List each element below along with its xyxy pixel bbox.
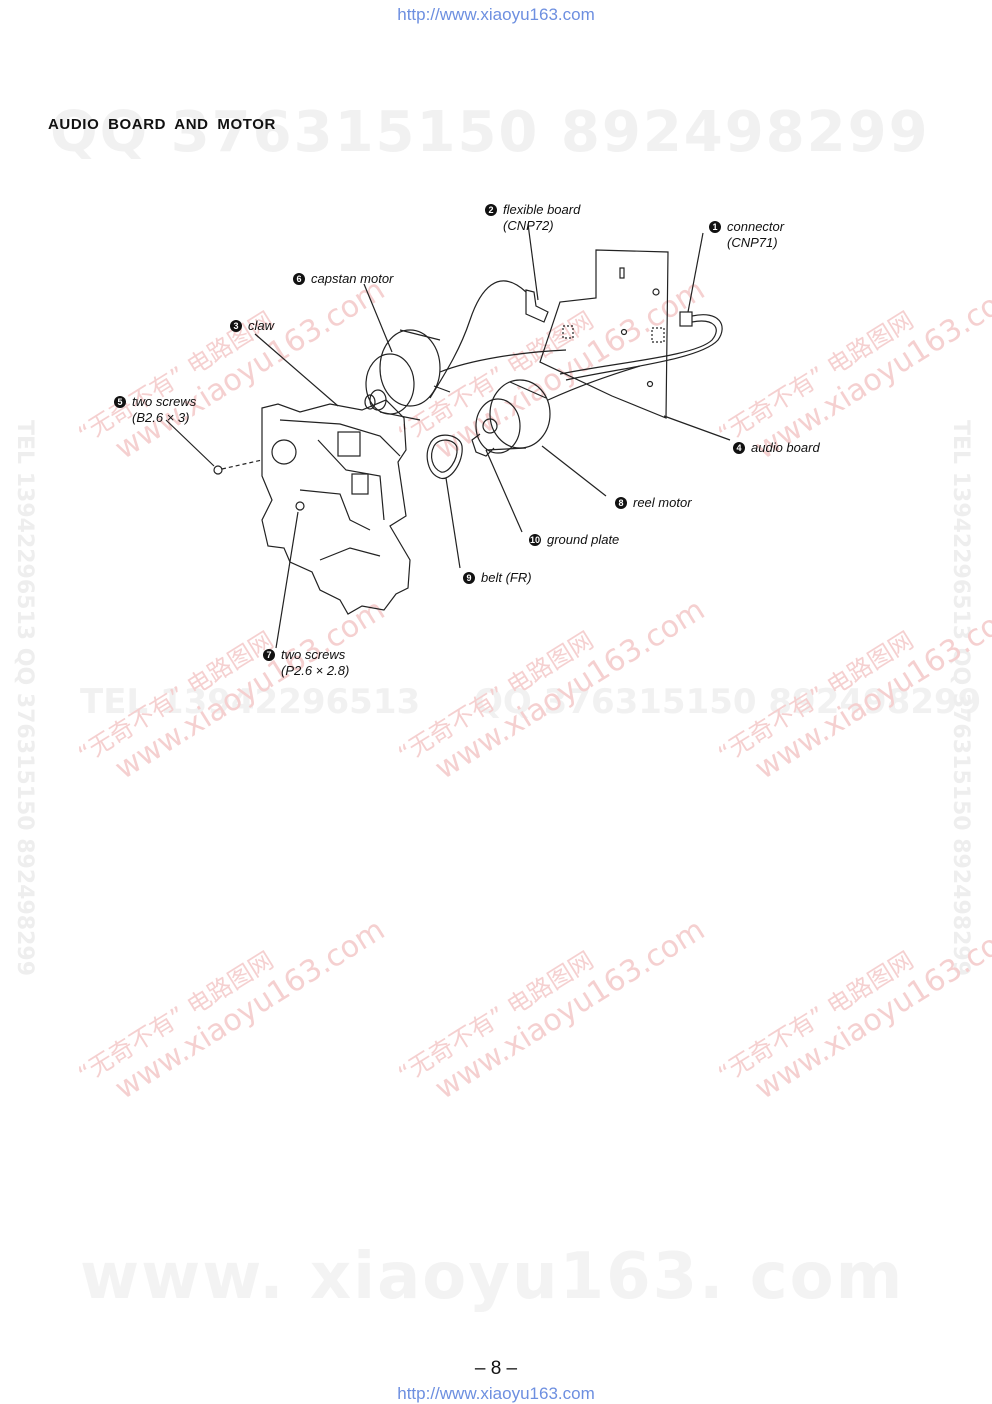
- screw-b26: [213, 465, 223, 475]
- page-number: – 8 –: [474, 1358, 518, 1379]
- capstan-motor: [379, 329, 441, 407]
- watermark-qq-mid: QQ 376315150 892498299: [474, 682, 982, 722]
- watermark-side-left: TEL 13942296513 QQ 376315150 892498299: [12, 420, 37, 977]
- flexible-board-cnp72: [525, 289, 549, 323]
- screw-p26: [295, 501, 305, 511]
- watermark-side-right: TEL 13942296513 QQ 376315150 892498299: [948, 420, 973, 977]
- audio-board-outline: [539, 249, 669, 419]
- footer-url[interactable]: http://www.xiaoyu163.com: [397, 1384, 595, 1403]
- watermark-qq: QQ 376315150 892498299: [50, 100, 930, 165]
- connector-cnp71: [679, 311, 693, 327]
- mechanism-chassis: [261, 399, 411, 615]
- header-url[interactable]: http://www.xiaoyu163.com: [397, 5, 595, 24]
- watermark-www: www. xiaoyu163. com: [80, 1240, 905, 1314]
- ground-plate: [471, 433, 495, 457]
- belt-fr: [426, 434, 463, 480]
- section-title: AUDIO BOARD AND MOTOR: [48, 116, 276, 133]
- watermark-tel: TEL 13942296513: [80, 682, 421, 722]
- reel-motor: [489, 379, 551, 449]
